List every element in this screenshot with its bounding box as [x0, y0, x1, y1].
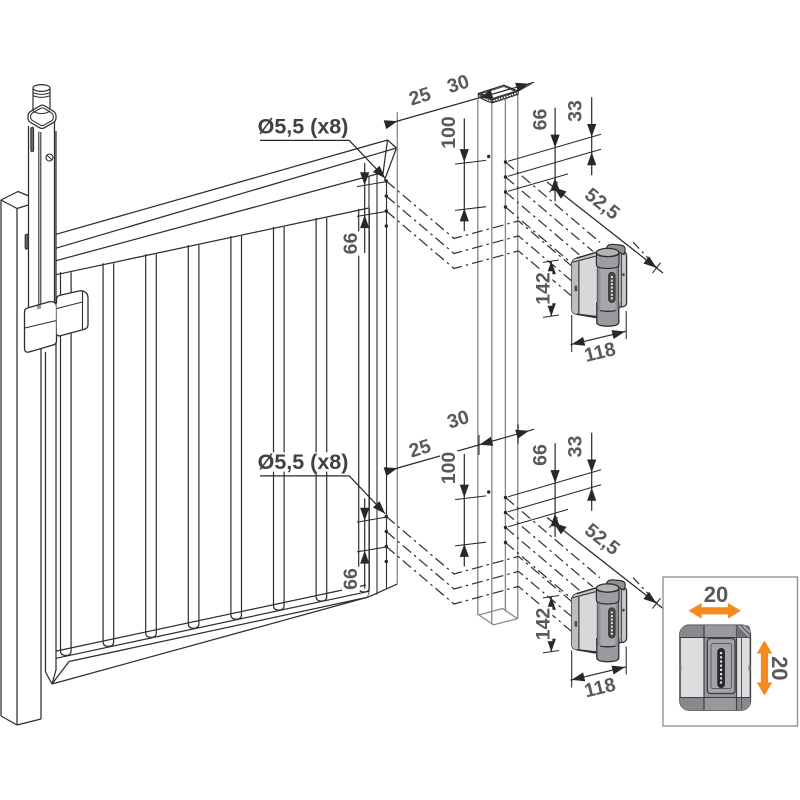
- svg-text:33: 33: [565, 100, 587, 122]
- svg-text:100: 100: [438, 452, 460, 485]
- svg-text:142: 142: [533, 272, 555, 305]
- svg-text:20: 20: [704, 582, 728, 607]
- svg-text:33: 33: [565, 436, 587, 458]
- svg-text:66: 66: [340, 233, 362, 255]
- svg-text:66: 66: [340, 568, 362, 590]
- svg-text:66: 66: [530, 444, 552, 466]
- svg-text:Ø5,5 (x8): Ø5,5 (x8): [258, 450, 349, 474]
- svg-text:100: 100: [438, 116, 460, 149]
- svg-text:Ø5,5 (x8): Ø5,5 (x8): [258, 115, 349, 139]
- svg-text:66: 66: [530, 109, 552, 131]
- svg-text:20: 20: [767, 656, 792, 680]
- svg-text:142: 142: [533, 608, 555, 641]
